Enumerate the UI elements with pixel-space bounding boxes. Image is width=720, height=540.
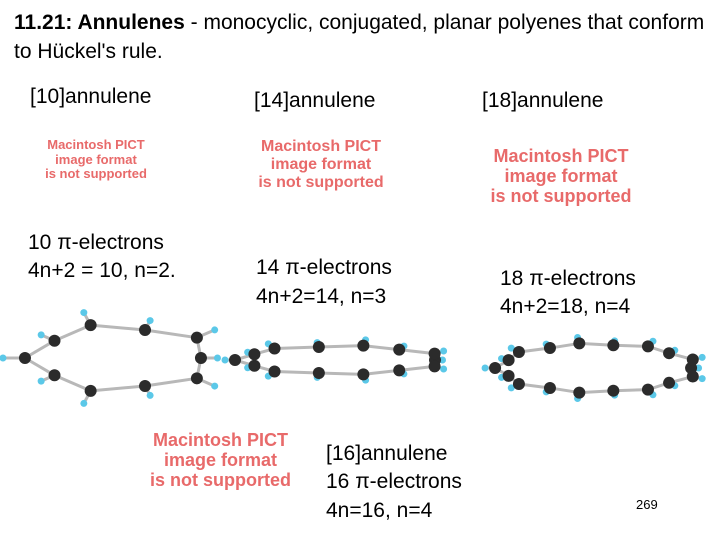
carbon-atom (190, 331, 203, 344)
hydrogen-atom (440, 365, 448, 373)
hydrogen-atom (507, 344, 515, 352)
carbon-atom (190, 372, 203, 385)
carbon-atom (357, 339, 370, 352)
carbon-atom (686, 353, 699, 366)
carbon-atom (543, 342, 556, 355)
carbon-atom (84, 384, 97, 397)
hydrogen-atom (80, 399, 88, 407)
hydrogen-atom (481, 364, 489, 372)
annulene-18-name: [18]annulene (482, 89, 604, 112)
hydrogen-atom (440, 347, 448, 355)
carbon-atom (428, 360, 441, 373)
carbon-atom (543, 381, 556, 394)
annulene-14-electrons: 14 π-electrons (256, 256, 392, 279)
carbon-atom (48, 334, 61, 347)
carbon-carbon-bond (318, 371, 364, 376)
carbon-atom (357, 368, 370, 381)
carbon-carbon-bond (363, 368, 400, 376)
carbon-carbon-bond (90, 323, 146, 332)
carbon-atom (663, 347, 676, 360)
carbon-carbon-bond (363, 344, 400, 352)
hydrogen-atom (80, 309, 88, 317)
carbon-atom (268, 365, 281, 378)
carbon-atom (312, 341, 325, 354)
hydrogen-atom (221, 356, 229, 364)
hydrogen-atom (213, 354, 221, 362)
pict-placeholder-14: Macintosh PICT image format is not suppo… (258, 138, 384, 191)
pict-placeholder-10: Macintosh PICT image format is not suppo… (45, 137, 147, 182)
carbon-atom (268, 342, 281, 355)
carbon-atom (641, 340, 654, 353)
carbon-atom (489, 362, 502, 374)
title-number: 11.21: Annulenes (14, 11, 185, 34)
carbon-carbon-bond (144, 328, 198, 340)
annulene-16-name: [16]annulene (326, 442, 448, 465)
carbon-carbon-bond (274, 345, 319, 351)
carbon-carbon-bond (144, 376, 198, 388)
carbon-atom (248, 348, 261, 361)
carbon-atom (428, 347, 441, 360)
pict-placeholder-16: Macintosh PICT image format is not suppo… (150, 430, 291, 491)
hydrogen-atom (439, 356, 446, 364)
annulene-16-rule: 4n=16, n=4 (326, 499, 433, 522)
annulene-14-ball-and-stick-model (221, 336, 448, 384)
carbon-atom (573, 337, 586, 350)
annulene-14-name: [14]annulene (254, 89, 376, 112)
annulene-16-electrons: 16 π-electrons (326, 470, 462, 493)
annulene-18-electrons: 18 π-electrons (500, 267, 636, 290)
carbon-carbon-bond (318, 344, 364, 349)
carbon-atom (229, 354, 241, 366)
carbon-atom (512, 378, 525, 391)
annulene-10-ball-and-stick-model (0, 309, 221, 407)
hydrogen-atom (695, 364, 703, 372)
carbon-atom (641, 383, 654, 396)
carbon-atom (607, 384, 620, 397)
hydrogen-atom (507, 384, 515, 392)
carbon-atom (573, 386, 586, 399)
carbon-atom (139, 324, 152, 337)
annulene-18-rule: 4n+2=18, n=4 (500, 295, 631, 318)
title-description: - monocyclic, conjugated, planar polyene… (14, 11, 705, 63)
carbon-atom (663, 376, 676, 389)
annulene-10-name: [10]annulene (30, 85, 152, 108)
carbon-atom (686, 370, 699, 383)
hydrogen-atom (211, 326, 219, 334)
hydrogen-atom (146, 317, 154, 325)
carbon-carbon-bond (53, 373, 92, 393)
hydrogen-atom (0, 354, 7, 362)
carbon-atom (393, 343, 406, 356)
annulene-10-electrons: 10 π-electrons (28, 231, 164, 254)
annulene-18-ball-and-stick-model (481, 334, 706, 402)
carbon-carbon-bond (53, 323, 92, 343)
carbon-atom (84, 319, 97, 332)
annulene-10-rule: 4n+2 = 10, n=2. (28, 259, 176, 282)
carbon-atom (502, 369, 515, 382)
carbon-carbon-bond (90, 384, 146, 393)
hydrogen-atom (37, 331, 45, 339)
carbon-carbon-bond (274, 369, 319, 375)
carbon-atom (502, 354, 515, 367)
carbon-atom (512, 345, 525, 358)
slide-title: 11.21: Annulenes - monocyclic, conjugate… (14, 8, 714, 66)
carbon-atom (248, 359, 261, 372)
carbon-atom (18, 352, 31, 364)
pict-placeholder-18: Macintosh PICT image format is not suppo… (490, 146, 632, 207)
carbon-atom (194, 352, 207, 364)
page-number: 269 (636, 497, 658, 512)
hydrogen-atom (146, 391, 154, 399)
hydrogen-atom (211, 382, 219, 390)
carbon-atom (312, 366, 325, 379)
carbon-atom (48, 369, 61, 382)
annulene-14-rule: 4n+2=14, n=3 (256, 285, 387, 308)
carbon-atom (607, 339, 620, 352)
carbon-atom (139, 379, 152, 392)
hydrogen-atom (698, 375, 706, 383)
hydrogen-atom (698, 353, 706, 361)
hydrogen-atom (37, 377, 45, 385)
carbon-atom (393, 364, 406, 377)
